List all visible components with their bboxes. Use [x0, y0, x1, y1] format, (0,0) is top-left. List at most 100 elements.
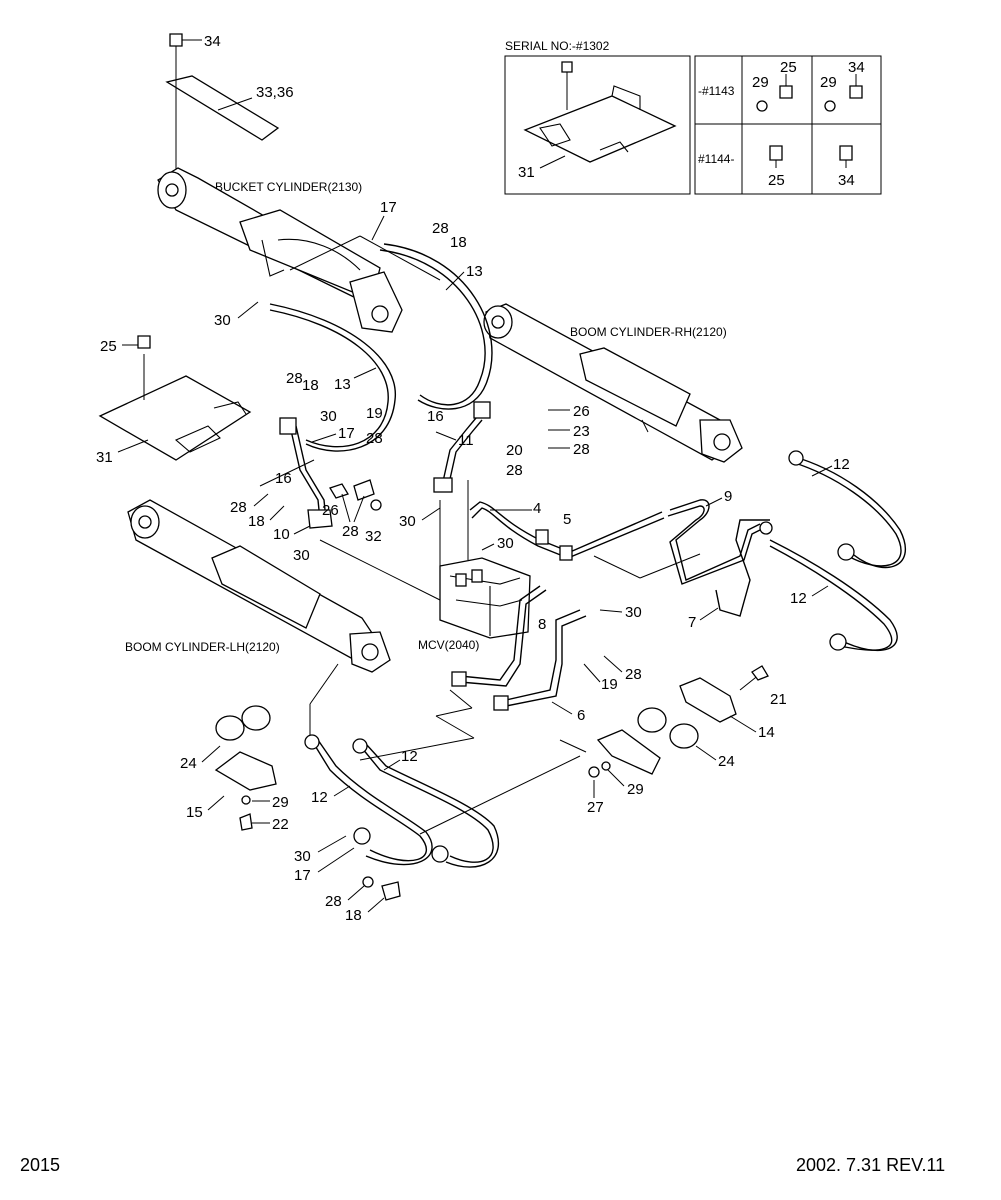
svg-text:20: 20 [506, 442, 523, 459]
flange-icon [493, 695, 509, 711]
svg-text:25: 25 [768, 172, 785, 189]
clamp-15 [214, 751, 277, 791]
svg-text:28: 28 [506, 462, 523, 479]
svg-text:13: 13 [334, 376, 351, 393]
svg-text:17: 17 [380, 199, 397, 216]
svg-text:BOOM CYLINDER-RH(2120): BOOM CYLINDER-RH(2120) [570, 325, 727, 339]
svg-text:30: 30 [293, 547, 310, 564]
svg-text:28: 28 [625, 666, 642, 683]
svg-text:25: 25 [100, 338, 117, 355]
svg-text:10: 10 [273, 526, 290, 543]
svg-text:17: 17 [294, 867, 311, 884]
svg-text:28: 28 [325, 893, 342, 910]
svg-text:-#1143: -#1143 [698, 84, 735, 98]
inset-frame-left [504, 55, 691, 195]
svg-text:29: 29 [627, 781, 644, 798]
flange-icon [307, 509, 333, 529]
svg-text:18: 18 [345, 907, 362, 924]
svg-text:15: 15 [186, 804, 203, 821]
svg-text:31: 31 [518, 164, 535, 181]
clamps-right [559, 665, 769, 778]
revision-date: 2002. 7.31 REV.11 [796, 1155, 946, 1175]
svg-text:28: 28 [286, 370, 303, 387]
svg-text:28: 28 [432, 220, 449, 237]
inset-bolt-icon [561, 61, 573, 73]
svg-text:25: 25 [780, 59, 797, 76]
svg-text:19: 19 [366, 405, 383, 422]
svg-text:28: 28 [230, 499, 247, 516]
inset-frame-right [694, 55, 882, 195]
clamp-icon [559, 545, 573, 561]
svg-text:18: 18 [248, 513, 265, 530]
svg-text:22: 22 [272, 816, 289, 833]
svg-text:26: 26 [573, 403, 590, 420]
svg-text:29: 29 [272, 794, 289, 811]
page-number: 2015 [20, 1155, 61, 1175]
pipes-left [259, 401, 491, 601]
serial-inset: SERIAL NO:-#1302 31 -#1143 #1144- 29 25 … [504, 39, 882, 195]
washer-icon [824, 100, 836, 112]
washer-icon [756, 100, 768, 112]
flange-icon [433, 477, 453, 493]
svg-text:26: 26 [322, 502, 339, 519]
svg-text:30: 30 [497, 535, 514, 552]
svg-text:11: 11 [458, 432, 474, 449]
svg-text:33,36: 33,36 [256, 84, 294, 101]
svg-text:4: 4 [533, 500, 541, 517]
svg-text:27: 27 [587, 799, 604, 816]
svg-text:16: 16 [275, 470, 292, 487]
svg-text:28: 28 [366, 430, 383, 447]
svg-text:24: 24 [180, 755, 197, 772]
svg-text:32: 32 [365, 528, 382, 545]
svg-text:12: 12 [311, 789, 328, 806]
svg-text:30: 30 [625, 604, 642, 621]
bolt-icon [769, 145, 783, 161]
svg-text:21: 21 [770, 691, 787, 708]
bolt-icon [381, 881, 401, 901]
svg-text:24: 24 [718, 753, 735, 770]
svg-text:14: 14 [758, 724, 775, 741]
cover-plate: 25 31 [96, 335, 252, 466]
svg-text:8: 8 [538, 616, 546, 633]
bolt-icon [839, 145, 853, 161]
bolt-icon [169, 33, 183, 47]
hose-13-upper [269, 243, 493, 452]
svg-text:30: 30 [399, 513, 416, 530]
svg-text:23: 23 [573, 423, 590, 440]
flange-icon [451, 671, 467, 687]
svg-text:30: 30 [294, 848, 311, 865]
clamp-14 [679, 677, 737, 723]
svg-text:28: 28 [342, 523, 359, 540]
svg-text:17: 17 [338, 425, 355, 442]
svg-text:29: 29 [752, 74, 769, 91]
inset-serial-label: SERIAL NO:-#1302 [505, 39, 610, 53]
svg-text:6: 6 [577, 707, 585, 724]
svg-text:28: 28 [573, 441, 590, 458]
flange-icon [279, 417, 297, 435]
svg-text:13: 13 [466, 263, 483, 280]
svg-text:30: 30 [320, 408, 337, 425]
mcv-body [439, 557, 531, 639]
svg-text:#1144-: #1144- [698, 152, 734, 166]
svg-text:30: 30 [214, 312, 231, 329]
bolt-icon [751, 665, 769, 681]
svg-text:7: 7 [688, 614, 696, 631]
bolt-icon [239, 813, 253, 831]
svg-text:5: 5 [563, 511, 571, 528]
mcv-valve: MCV(2040) [418, 480, 531, 652]
boom-cylinder-lh: BOOM CYLINDER-LH(2120) [125, 499, 391, 740]
bucket-cylinder: BUCKET CYLINDER(2130) 34 33,36 [157, 33, 441, 333]
bolt-icon [779, 85, 793, 99]
pipes-right [593, 450, 907, 652]
bolt-icon [849, 85, 863, 99]
svg-text:34: 34 [848, 59, 865, 76]
callout-labels: 17 28 18 13 30 28 18 13 30 17 19 28 16 1… [180, 199, 850, 924]
svg-text:12: 12 [790, 590, 807, 607]
clamps-left [214, 705, 277, 831]
svg-text:BOOM CYLINDER-LH(2120): BOOM CYLINDER-LH(2120) [125, 640, 280, 654]
svg-text:16: 16 [427, 408, 444, 425]
svg-text:29: 29 [820, 74, 837, 91]
boom-cylinder-rh: BOOM CYLINDER-RH(2120) [483, 303, 743, 463]
clamp-icon [535, 529, 549, 545]
